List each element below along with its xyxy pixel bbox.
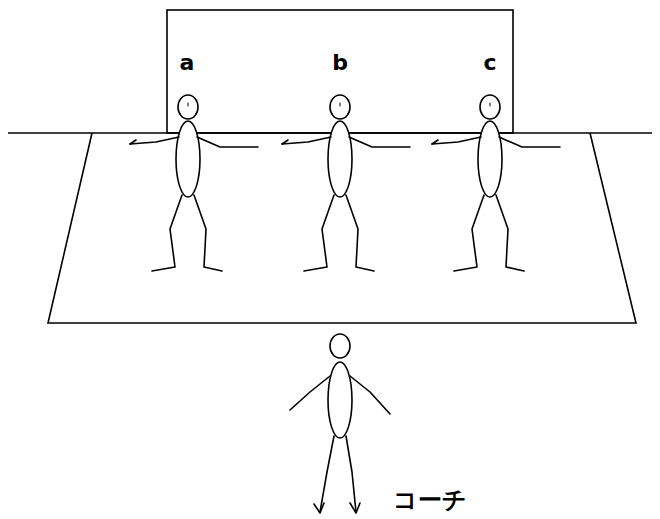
player-figure bbox=[282, 95, 410, 271]
ground-line bbox=[8, 132, 652, 134]
coach-figure bbox=[290, 334, 390, 513]
player-label: b bbox=[332, 52, 348, 74]
player-label: c bbox=[483, 52, 496, 74]
coach-label: コーチ bbox=[393, 488, 467, 512]
player-label: a bbox=[180, 52, 195, 74]
player-figure bbox=[432, 95, 560, 271]
player-figure bbox=[130, 95, 258, 271]
